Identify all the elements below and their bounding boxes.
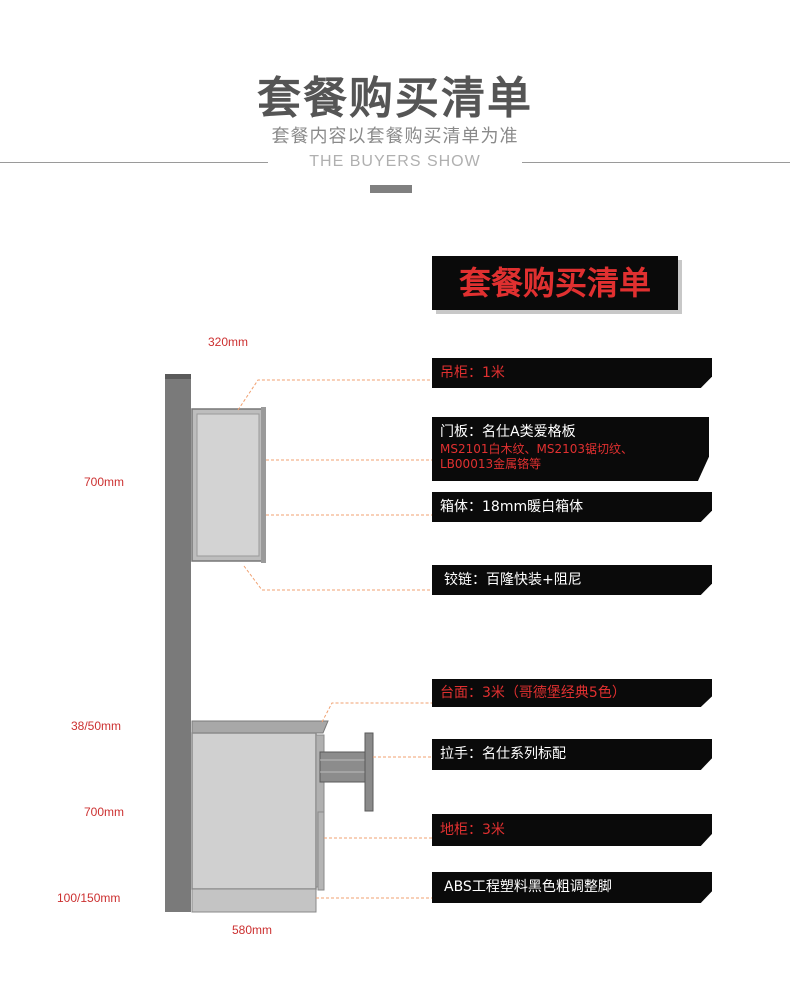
drawer-front xyxy=(364,732,374,812)
countertop xyxy=(191,720,329,734)
dim-plinth-height: 100/150mm xyxy=(57,891,121,905)
tag-feet-text: ABS工程塑料黑色粗调整脚 xyxy=(444,879,612,895)
dim-wall-depth: 320mm xyxy=(208,335,249,349)
base-cabinet-body xyxy=(191,732,317,890)
tag-door-panel-line2: MS2101白木纹、MS2103锯切纹、 xyxy=(440,442,634,456)
header-rule-left xyxy=(0,162,268,163)
tag-door-panel-line3: LB00013金属铬等 xyxy=(440,457,542,471)
dim-wall-height: 700mm xyxy=(84,475,125,489)
tag-door-panel: 门板：名仕A类爱格板 MS2101白木纹、MS2103锯切纹、 LB00013金… xyxy=(432,417,709,481)
leader-wall-cabinet xyxy=(237,379,432,411)
leader-countertop xyxy=(321,702,432,723)
plinth xyxy=(191,888,317,913)
tag-countertop: 台面：3米（哥德堡经典5色） xyxy=(432,679,712,707)
tag-door-panel-text: 门板：名仕A类爱格板 xyxy=(440,424,576,440)
english-title-text: THE BUYERS SHOW xyxy=(299,153,491,170)
wall xyxy=(165,374,191,912)
lower-door xyxy=(317,811,325,891)
dim-base-height: 700mm xyxy=(84,805,125,819)
tag-feet: ABS工程塑料黑色粗调整脚 xyxy=(432,872,712,903)
wall-cabinet-inner xyxy=(196,413,260,557)
drawer-box xyxy=(319,751,367,783)
dim-counter-thickness: 38/50mm xyxy=(71,719,122,733)
tag-hinge-text: 铰链：百隆快装+阻尼 xyxy=(444,572,582,588)
header-rule-right xyxy=(522,162,790,163)
english-title: THE BUYERS SHOW xyxy=(0,153,790,171)
tag-wall-cabinet-text: 吊柜：1米 xyxy=(440,365,505,381)
list-banner-title: 套餐购买清单 xyxy=(458,264,651,302)
tag-carcass: 箱体：18mm暖白箱体 xyxy=(432,492,712,522)
tag-base-cabinet-text: 地柜：3米 xyxy=(440,822,505,838)
tag-handle-text: 拉手：名仕系列标配 xyxy=(440,746,566,762)
tag-handle: 拉手：名仕系列标配 xyxy=(432,739,712,770)
tag-wall-cabinet: 吊柜：1米 xyxy=(432,358,712,388)
tag-carcass-text: 箱体：18mm暖白箱体 xyxy=(440,499,584,515)
page-title: 套餐购买清单 xyxy=(257,73,533,124)
list-banner xyxy=(432,256,678,310)
page-subtitle: 套餐内容以套餐购买清单为准 xyxy=(271,126,519,147)
wall-edge xyxy=(165,374,191,379)
tag-countertop-text: 台面：3米（哥德堡经典5色） xyxy=(440,685,626,701)
decorative-bar xyxy=(370,185,412,193)
leader-hinge xyxy=(243,565,432,591)
wall-cabinet-door xyxy=(261,407,266,563)
leader-lines xyxy=(237,379,432,899)
dim-base-depth: 580mm xyxy=(232,923,273,937)
tag-base-cabinet: 地柜：3米 xyxy=(432,814,712,846)
tag-hinge: 铰链：百隆快装+阻尼 xyxy=(432,565,712,595)
